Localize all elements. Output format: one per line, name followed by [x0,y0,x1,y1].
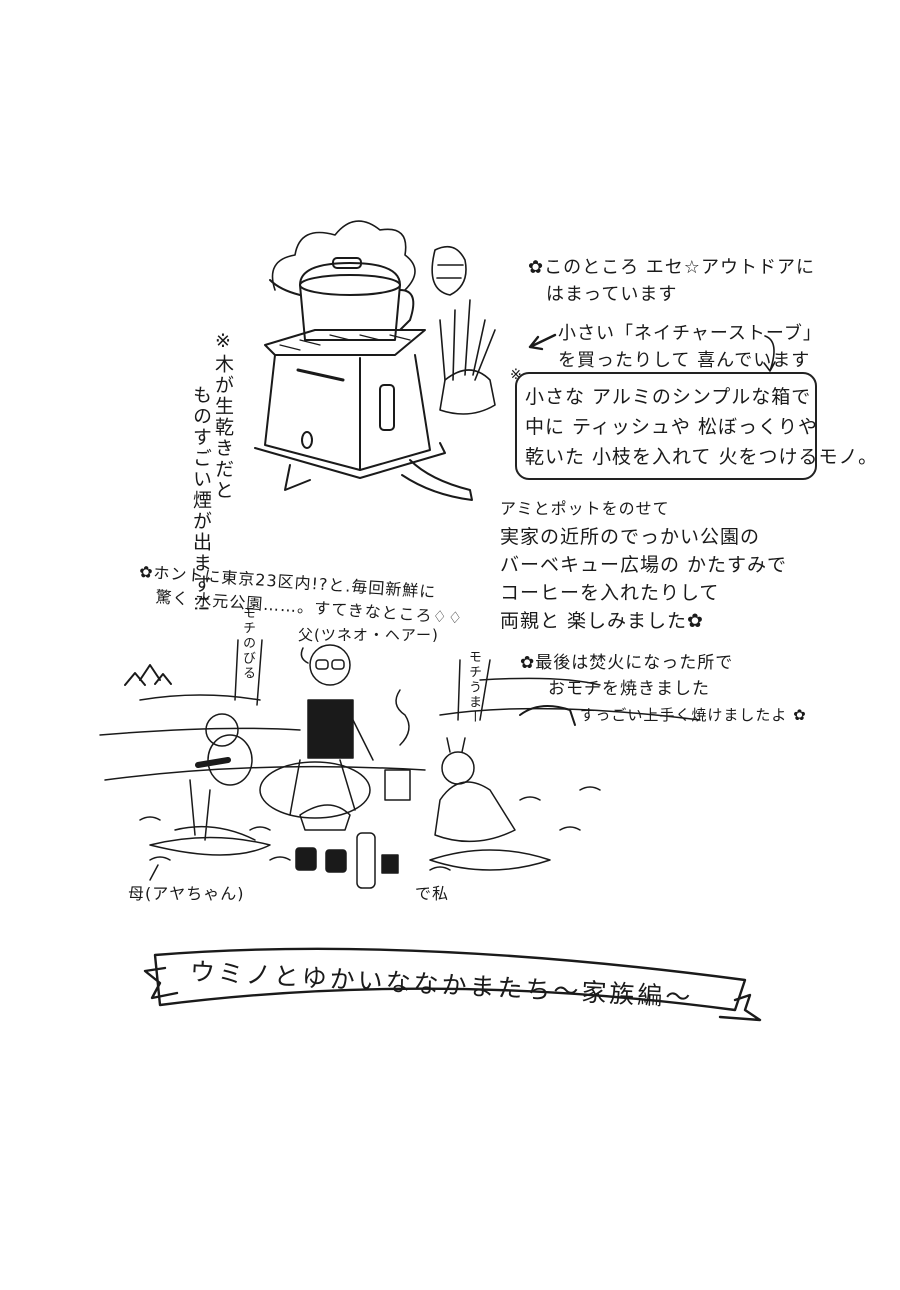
me-label: で私 [415,884,450,903]
stove-box-line: 小さな アルミのシンプルな箱で [525,386,812,408]
picnic-scene [99,639,701,889]
park-story: アミとポットをのせて 実家の近所のでっかい公園の バーベキュー広場の かたすみで… [500,495,787,635]
mother-label: 母(アヤちゃん) [128,884,245,903]
mochi-note-line: すっごい上手く焼けましたよ ✿ [580,706,807,724]
park-story-line: 両親と 楽しみました✿ [500,610,704,632]
cup [325,849,347,873]
stove-description-box: 小さな アルミのシンプルな箱で 中に ティッシュや 松ぼっくりや 乾いた 小枝を… [515,372,877,480]
park-story-line: 実家の近所のでっかい公園の [500,526,761,548]
kettle-drawing [269,257,415,341]
me-character [429,737,551,871]
mother-character [149,713,271,856]
cup [295,847,317,871]
smoke-note-col2: ものすごい煙が出ます!! [190,385,212,615]
mochi-yum-label: モチうまー [466,650,481,725]
park-story-line: バーベキュー広場の かたすみで [500,554,788,576]
park-story-line: コーヒーを入れたりして [500,582,720,604]
mochi-stretch-label: モチのびる [240,606,255,681]
stove-note: 小さい「ネイチャーストーブ」 を買ったりして 喜んでいます [558,320,822,374]
park-story-line: アミとポットをのせて [500,499,670,518]
arrow-to-stove [528,333,557,351]
cup [381,854,399,874]
mochi-note-line: おモチを焼きました [548,679,710,699]
smoke [395,689,410,746]
mochi-plate [299,804,351,831]
nature-stove-drawing [254,329,473,501]
arrow-down-curve [763,335,776,372]
pine-cone-twigs-drawing [431,245,496,415]
steam-cloud [271,220,416,291]
smoke-note-col1: ※木が生乾きだと [212,330,234,501]
title-ribbon [143,947,762,1022]
intro-line: ✿このところ エセ☆アウトドアに [528,257,815,278]
stove-box-line: 乾いた 小枝を入れて 火をつけるモノ。 [525,446,879,468]
stove-box-line: 中に ティッシュや 松ぼっくりや [525,416,818,438]
stove-note-line: 小さい「ネイチャーストーブ」 [558,323,822,344]
water-bottle [356,832,376,889]
father-label: 父(ツネオ・ヘアー) [298,626,439,644]
small-stove [384,769,411,801]
note-mark: ※ [510,367,523,383]
mochi-note: ✿最後は焚火になった所で おモチを焼きました すっごい上手く焼けましたよ ✿ [520,650,807,728]
stove-note-line: を買ったりして 喜んでいます [558,350,811,371]
father-character [259,644,374,819]
mochi-note-line: ✿最後は焚火になった所で [520,653,734,673]
intro-line: はまっています [546,284,678,305]
stove-box-text: 小さな アルミのシンプルな箱で 中に ティッシュや 松ぼっくりや 乾いた 小枝を… [525,382,878,472]
intro-text: ✿このところ エセ☆アウトドアに はまっています [528,254,815,308]
